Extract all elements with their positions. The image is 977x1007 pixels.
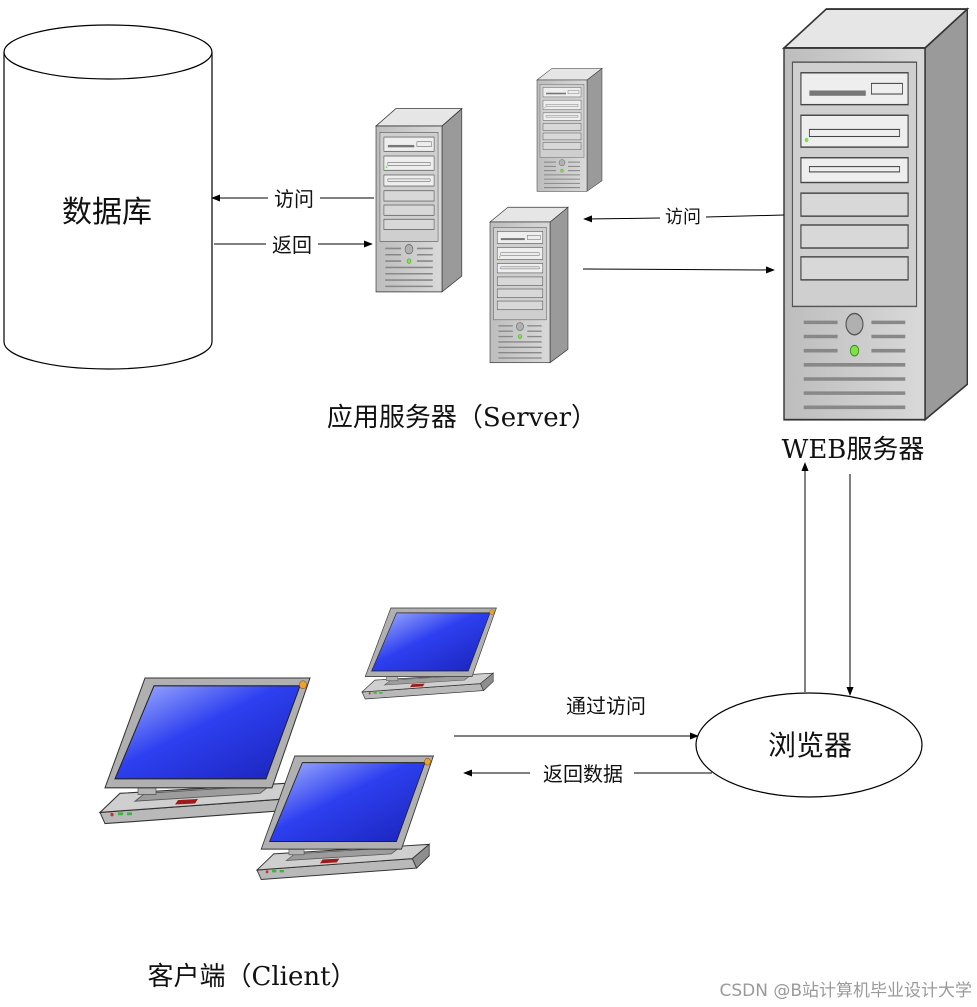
web-visit-line [705,214,785,218]
app-server-c [489,206,569,364]
browser-label: 浏览器 [768,729,852,762]
db-visit-label: 访问 [274,187,314,211]
client-label: 客户端（Client） [147,962,356,992]
client-return-label: 返回数据 [543,762,623,786]
watermark-text: CSDN @B站计算机毕业设计大学 [719,981,972,1001]
app-server-b [536,67,603,192]
database-label: 数据库 [62,195,152,230]
web-server [782,7,970,422]
browser-ellipse [695,692,923,798]
web-response-arrow [582,266,775,274]
web-visit-label: 访问 [665,207,701,228]
client-laptop-medium [256,755,434,880]
web-visit-arrow [583,215,661,223]
database-cylinder [3,24,213,370]
app-server-label: 应用服务器（Server） [327,403,597,433]
db-return-label: 返回 [272,233,312,257]
web-server-label: WEB服务器 [782,435,925,465]
app-server-a [375,107,463,293]
client-visit-label: 通过访问 [566,694,646,718]
client-laptop-small [361,607,497,700]
